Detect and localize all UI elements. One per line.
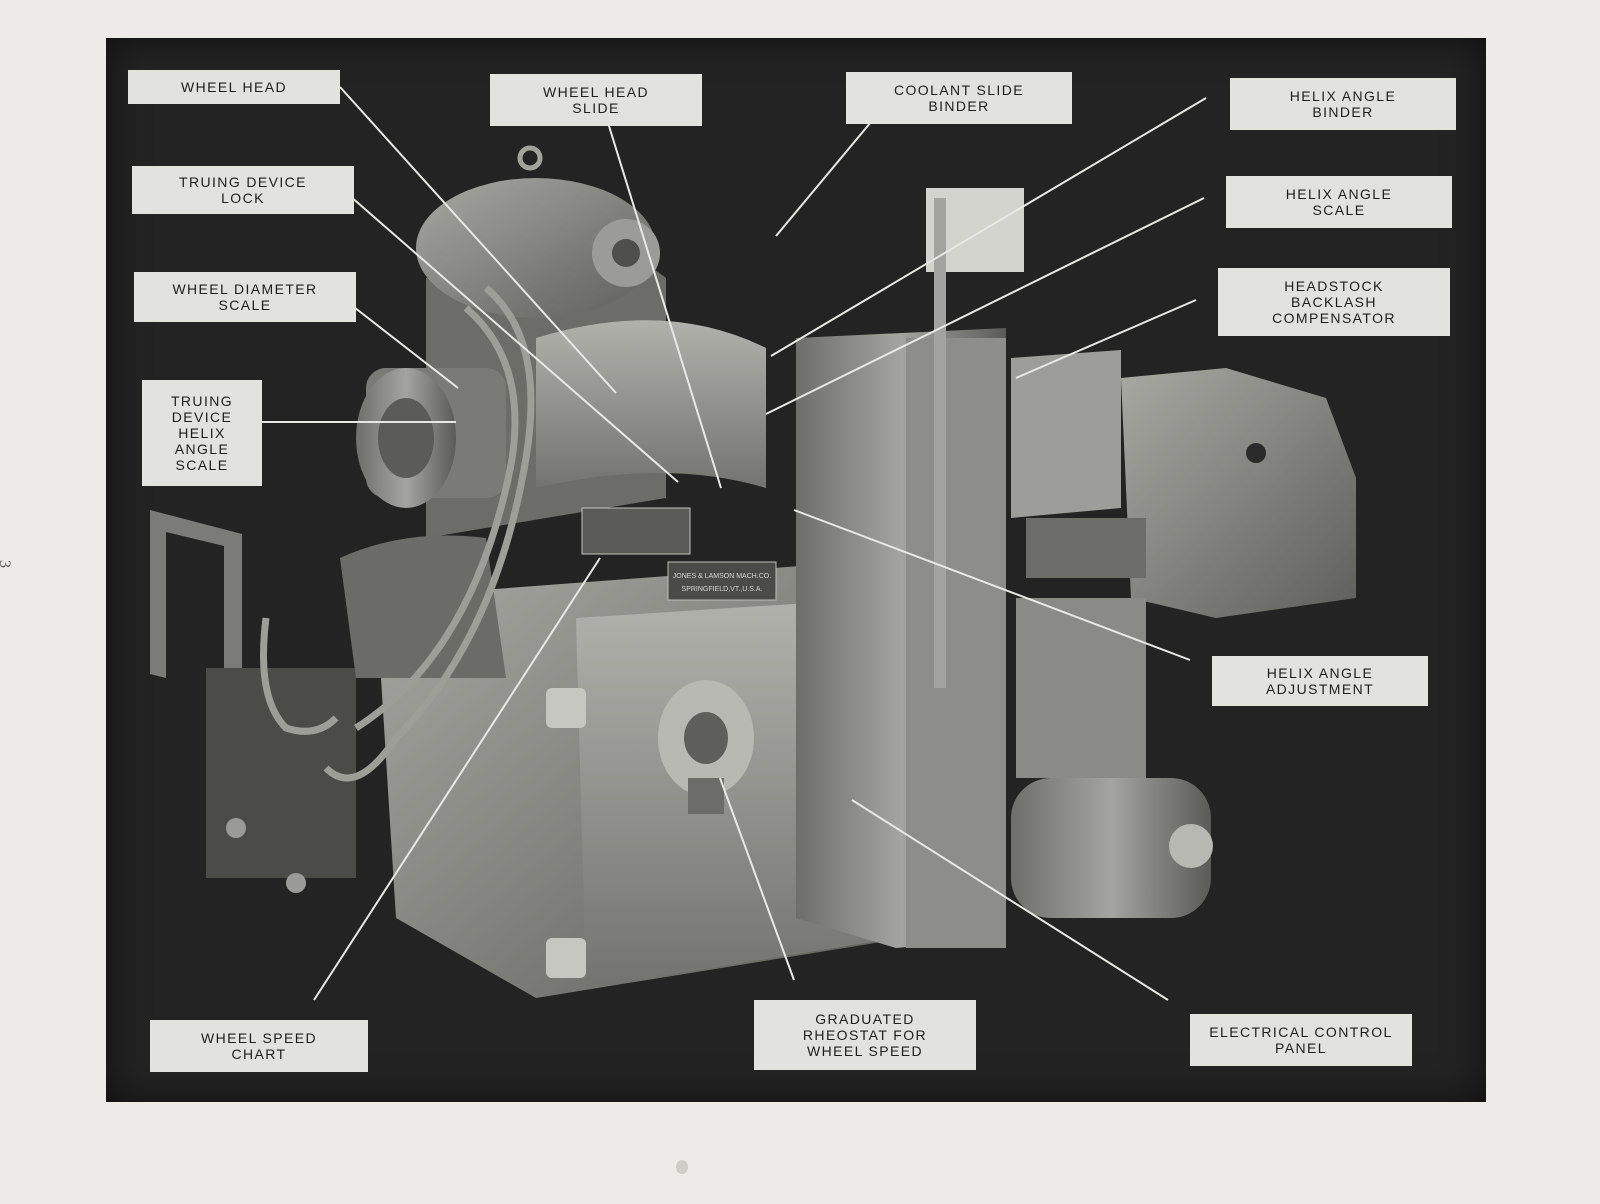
leader-headstock-backlash [1015, 299, 1197, 379]
electrical-motor [1011, 598, 1213, 918]
machine-illustration: JONES & LAMSON MACH.CO. SPRINGFIELD,VT.,… [150, 86, 1356, 1001]
leader-helix-angle-binder [770, 97, 1207, 357]
label-wheel-diameter-scale: WHEEL DIAMETER SCALE [134, 272, 356, 322]
leader-coolant-slide-binder [775, 121, 872, 237]
leader-wheel-head [339, 86, 617, 394]
label-truing-device-helix-angle-scale: TRUING DEVICE HELIX ANGLE SCALE [142, 380, 262, 486]
conduit-cables [260, 285, 535, 782]
label-helix-angle-binder: HELIX ANGLE BINDER [1230, 78, 1456, 130]
leader-wheel-head-slide [608, 125, 722, 489]
wheel-speed-chart-plate [581, 507, 691, 555]
label-electrical-control-panel: ELECTRICAL CONTROL PANEL [1190, 1014, 1412, 1066]
rheostat-dial [658, 680, 754, 814]
label-headstock-backlash-compensator: HEADSTOCK BACKLASH COMPENSATOR [1218, 268, 1450, 336]
label-helix-angle-adjustment: HELIX ANGLE ADJUSTMENT [1212, 656, 1428, 706]
leader-wheel-diameter-scale [349, 303, 459, 389]
page-number: 3 [0, 560, 13, 568]
label-wheel-head: WHEEL HEAD [128, 70, 340, 104]
label-wheel-speed-chart: WHEEL SPEED CHART [150, 1020, 368, 1072]
leader-graduated-rheostat [719, 777, 795, 981]
label-helix-angle-scale: HELIX ANGLE SCALE [1226, 176, 1452, 228]
label-graduated-rheostat: GRADUATED RHEOSTAT FOR WHEEL SPEED [754, 1000, 976, 1070]
leader-wheel-speed-chart [313, 557, 601, 1001]
machine-column [796, 188, 1024, 948]
label-wheel-head-slide: WHEEL HEAD SLIDE [490, 74, 702, 126]
leader-lines [256, 86, 1207, 1001]
coolant-tank [150, 510, 356, 893]
nameplate-line2: SPRINGFIELD,VT.,U.S.A. [682, 586, 763, 593]
leader-helix-angle-scale [765, 197, 1205, 415]
headstock [1011, 350, 1356, 618]
label-coolant-slide-binder: COOLANT SLIDE BINDER [846, 72, 1072, 124]
paper-smudge [676, 1160, 688, 1174]
leader-helix-angle-adjustment [793, 509, 1191, 661]
leader-electrical-control-panel [851, 799, 1169, 1001]
label-truing-device-lock: TRUING DEVICE LOCK [132, 166, 354, 214]
nameplate-line1: JONES & LAMSON MACH.CO. [673, 573, 771, 580]
nameplate: JONES & LAMSON MACH.CO. SPRINGFIELD,VT.,… [667, 561, 777, 601]
leader-truing-device-lock [349, 195, 679, 483]
